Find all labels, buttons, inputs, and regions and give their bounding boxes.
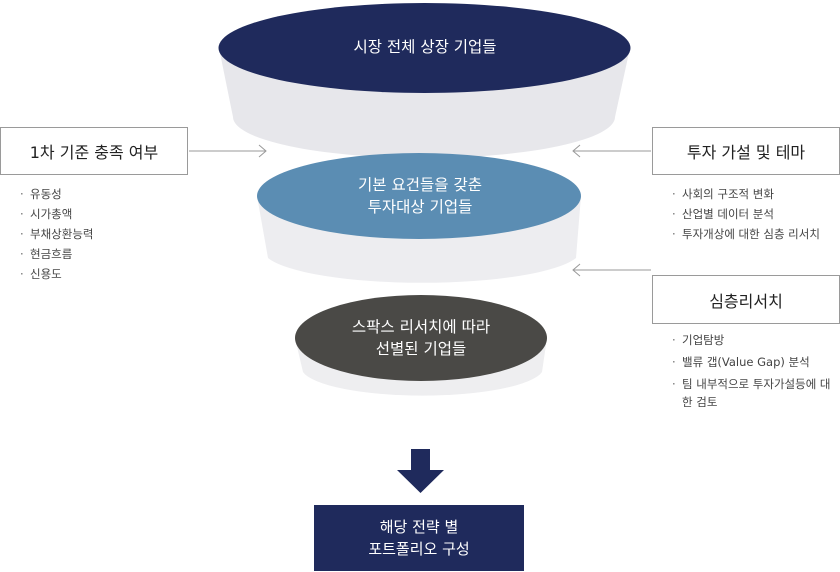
portfolio-result-box: 해당 전략 별 포트폴리오 구성 bbox=[314, 505, 524, 571]
list-item: 부채상환능력 bbox=[20, 224, 190, 244]
bottom-label-line2: 선별된 기업들 bbox=[375, 340, 467, 358]
research-title: 심층리서치 bbox=[709, 291, 783, 311]
criteria-title-box: 1차 기준 충족 여부 bbox=[0, 127, 188, 175]
list-item: 기업탐방 bbox=[672, 331, 840, 349]
criteria-title: 1차 기준 충족 여부 bbox=[29, 143, 159, 162]
hypothesis-list: 사회의 구조적 변화 산업별 데이터 분석 투자개상에 대한 심층 리서치 bbox=[672, 184, 840, 244]
research-title-box: 심층리서치 bbox=[652, 275, 840, 324]
left-connector-arrow bbox=[189, 144, 267, 158]
result-line2: 포트폴리오 구성 bbox=[368, 540, 470, 558]
down-arrow-icon bbox=[397, 449, 444, 493]
list-item: 팀 내부적으로 투자가설등에 대한 검토 bbox=[672, 375, 840, 411]
research-list: 기업탐방 밸류 갭(Value Gap) 분석 팀 내부적으로 투자가설등에 대… bbox=[672, 331, 840, 411]
right-connector-arrow-bottom bbox=[572, 263, 651, 277]
list-item: 사회의 구조적 변화 bbox=[672, 184, 840, 204]
middle-label-line2: 투자대상 기업들 bbox=[367, 198, 473, 216]
hypothesis-title: 투자 가설 및 테마 bbox=[686, 143, 806, 162]
middle-ellipse-label: 기본 요건들을 갖춘 투자대상 기업들 bbox=[300, 174, 540, 218]
funnel-bottom-ellipse bbox=[295, 295, 547, 381]
list-item: 유동성 bbox=[20, 184, 190, 204]
middle-label-line1: 기본 요건들을 갖춘 bbox=[358, 176, 482, 194]
list-item: 시가총액 bbox=[20, 204, 190, 224]
list-item: 투자개상에 대한 심층 리서치 bbox=[672, 224, 840, 244]
funnel-middle-ellipse bbox=[257, 153, 581, 239]
hypothesis-title-box: 투자 가설 및 테마 bbox=[652, 127, 840, 175]
list-item: 신용도 bbox=[20, 264, 190, 284]
top-label-text: 시장 전체 상장 기업들 bbox=[353, 38, 497, 56]
right-connector-arrow-top bbox=[572, 144, 651, 158]
list-item: 산업별 데이터 분석 bbox=[672, 204, 840, 224]
top-ellipse-label: 시장 전체 상장 기업들 bbox=[300, 36, 550, 58]
result-line1: 해당 전략 별 bbox=[379, 518, 459, 536]
list-item: 밸류 갭(Value Gap) 분석 bbox=[672, 353, 840, 371]
bottom-label-line1: 스팍스 리서치에 따라 bbox=[351, 318, 491, 336]
funnel-top-ellipse bbox=[218, 3, 631, 93]
criteria-list: 유동성 시가총액 부채상환능력 현금흐름 신용도 bbox=[20, 184, 190, 284]
bottom-ellipse-label: 스팍스 리서치에 따라 선별된 기업들 bbox=[310, 316, 532, 360]
list-item: 현금흐름 bbox=[20, 244, 190, 264]
